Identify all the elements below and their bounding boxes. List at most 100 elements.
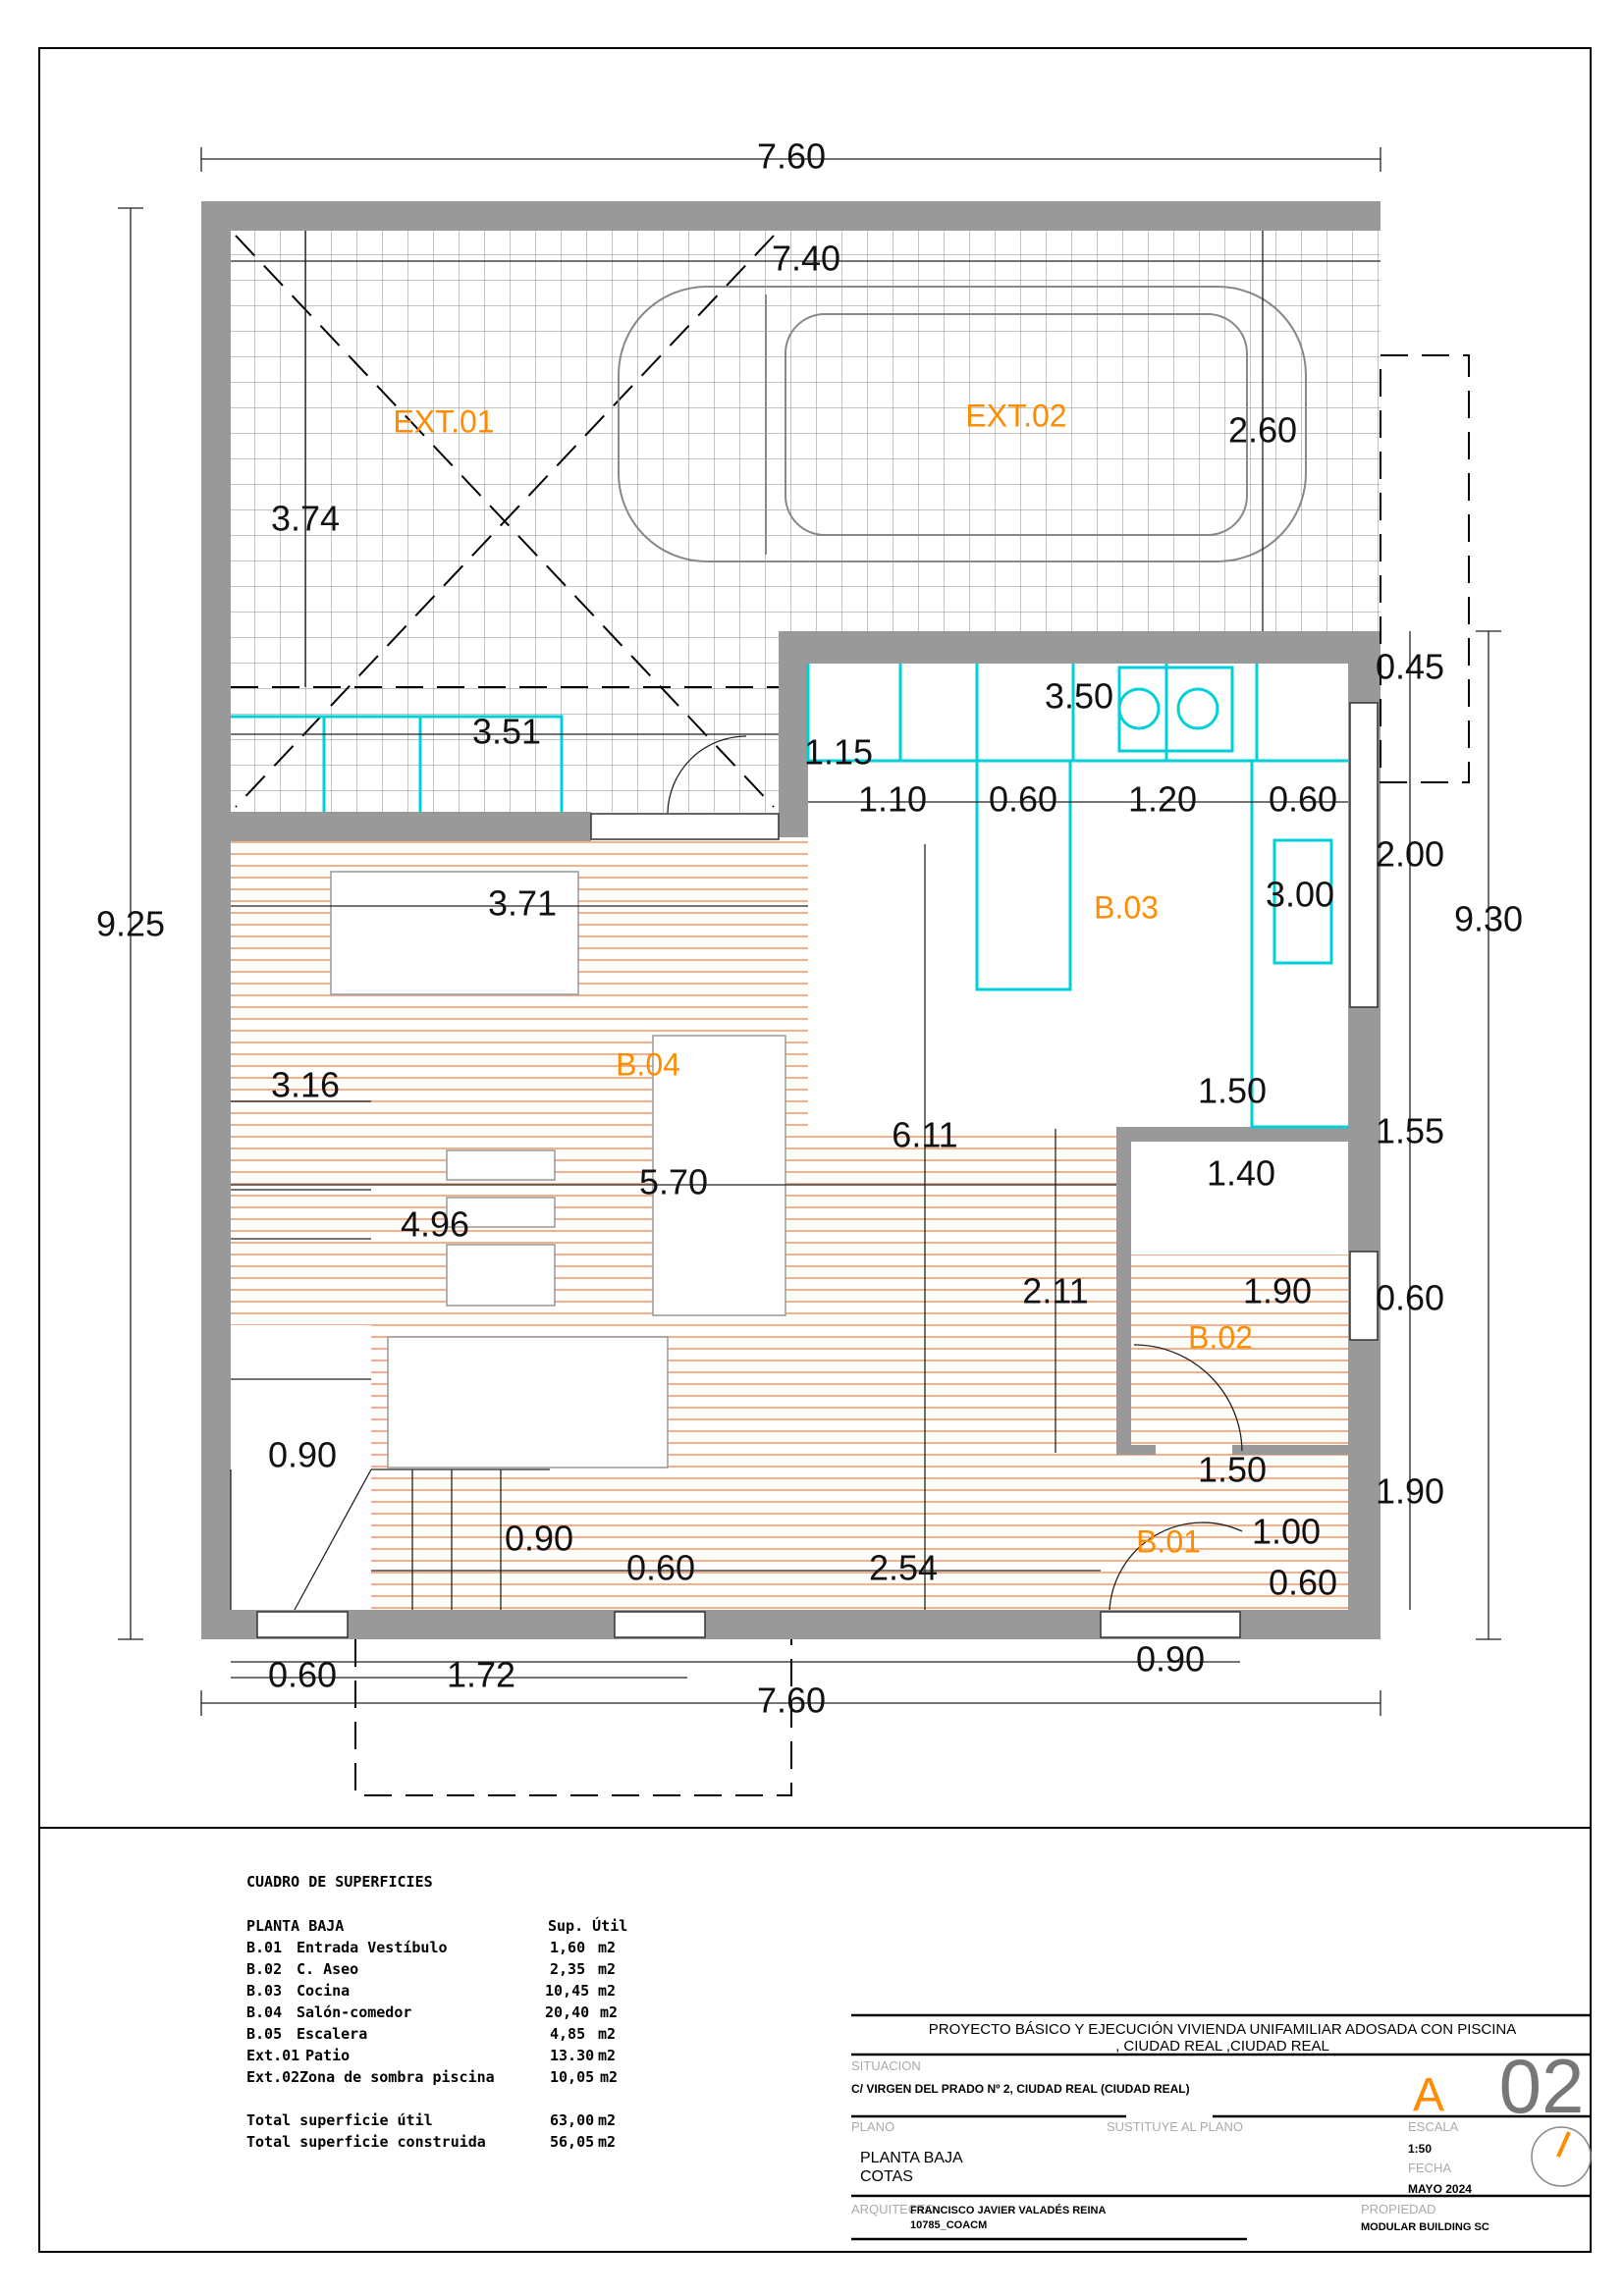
sheet-frame [38,47,1592,2253]
sheet-letter: A [1413,2069,1444,2121]
propiedad-label: PROPIEDAD [1361,2202,1436,2216]
svg-text:B.02: B.02 [246,1960,282,1978]
dim-label: 1.90 [1376,1471,1444,1512]
svg-text:B.01: B.01 [246,1939,282,1956]
svg-text:m2: m2 [598,2111,616,2129]
room-label-b04: B.04 [616,1046,680,1082]
svg-text:Escalera: Escalera [297,2025,367,2043]
project-location: , CIUDAD REAL ,CIUDAD REAL [1115,2038,1329,2055]
table-header-name: PLANTA BAJA [246,1917,344,1935]
svg-text:B.04: B.04 [246,2003,282,2021]
patio-opening-symbol [231,235,1470,1796]
walls [201,201,1380,1639]
dim-label: 0.90 [505,1519,573,1559]
svg-text:Zona de sombra piscina: Zona de sombra piscina [299,2068,495,2086]
surface-table: CUADRO DE SUPERFICIES PLANTA BAJA Sup. Ú… [246,1873,627,2151]
table-row: B.03 Cocina 10,45 m2 [246,1982,616,2000]
dim-label: 1.10 [858,779,927,820]
project-title: PROYECTO BÁSICO Y EJECUCIÓN VIVIENDA UNI… [929,2021,1516,2038]
patio-tiles [231,231,1380,812]
dim-label: 1.20 [1128,779,1197,820]
table-header-value: Sup. Útil [548,1916,627,1935]
dim-label: 7.40 [772,239,840,279]
dim-label: 2.00 [1376,834,1444,875]
dim-label: 7.60 [757,136,826,177]
dim-label: 1.15 [804,732,873,773]
dim-label: 1.55 [1376,1111,1444,1151]
escala-value: 1:50 [1408,2142,1432,2156]
dim-label: 6.11 [892,1115,957,1155]
dim-label: 0.60 [989,779,1057,820]
svg-text:Ext.02: Ext.02 [246,2068,299,2086]
fecha-value: MAYO 2024 [1408,2182,1472,2196]
svg-text:C. Aseo: C. Aseo [297,1960,358,1978]
dimension-lines [118,147,1501,1716]
dim-label: 2.54 [869,1548,938,1588]
sustituye-label: SUSTITUYE AL PLANO [1107,2119,1243,2134]
escala-label: ESCALA [1408,2119,1459,2134]
dim-label: 9.25 [96,904,165,944]
room-label-b02: B.02 [1188,1319,1253,1355]
svg-text:m2: m2 [600,2003,618,2021]
dim-label: 3.50 [1045,676,1113,717]
furniture [230,735,1243,1611]
dim-label: 3.16 [271,1065,340,1105]
svg-text:4,85: 4,85 [550,2025,585,2043]
dim-label: 1.40 [1207,1153,1275,1194]
title-block: PROYECTO BÁSICO Y EJECUCIÓN VIVIENDA UNI… [851,2013,1592,2241]
svg-text:10,45: 10,45 [545,1982,589,2000]
svg-text:Total superficie construida: Total superficie construida [246,2133,486,2151]
svg-text:m2: m2 [598,2025,616,2043]
dim-label: 1.50 [1198,1450,1267,1490]
propiedad-value: MODULAR BUILDING SC [1361,2221,1489,2233]
svg-text:B.05: B.05 [246,2025,282,2043]
svg-text:m2: m2 [600,2068,618,2086]
dim-label: 0.60 [1376,1278,1444,1318]
svg-text:Cocina: Cocina [297,1982,350,2000]
arquitecto-label: ARQUITECTO [851,2202,935,2216]
dim-label: 3.00 [1266,875,1334,915]
svg-text:1,60: 1,60 [550,1939,585,1956]
room-label-ext02: EXT.02 [965,398,1066,433]
svg-text:m2: m2 [598,1982,616,2000]
windows [256,702,1379,1638]
dim-label: 3.71 [488,883,557,924]
svg-text:Entrada Vestíbulo: Entrada Vestíbulo [297,1939,448,1956]
dim-label: 2.11 [1022,1271,1088,1311]
svg-text:2,35: 2,35 [550,1960,585,1978]
room-label-b01: B.01 [1136,1523,1201,1559]
svg-text:Ext.01: Ext.01 [246,2047,299,2064]
svg-text:10,05: 10,05 [550,2068,594,2086]
dim-label: 5.70 [639,1162,708,1202]
dim-label: 2.60 [1228,410,1297,451]
dim-label: 1.90 [1243,1271,1312,1311]
svg-text:B.03: B.03 [246,1982,282,2000]
svg-text:56,05: 56,05 [550,2133,594,2151]
svg-text:Salón-comedor: Salón-comedor [297,2003,411,2021]
plano-line1: PLANTA BAJA [860,2150,963,2166]
dim-label: 0.45 [1376,647,1444,687]
svg-text:m2: m2 [598,2047,616,2064]
dim-label: 3.74 [271,499,340,539]
svg-text:m2: m2 [598,1939,616,1956]
room-label-b03: B.03 [1094,889,1159,925]
arquitecto-name: FRANCISCO JAVIER VALADÉS REINA [910,2204,1107,2216]
north-arrow-icon [1531,2126,1592,2187]
dim-label: 9.30 [1454,899,1523,939]
sheet-number: 02 [1499,2043,1585,2129]
situacion-value: C/ VIRGEN DEL PRADO Nº 2, CIUDAD REAL (C… [851,2082,1190,2096]
dim-label: 0.90 [1136,1639,1205,1680]
kitchen-units [231,664,1348,1129]
aseo-floor [1129,1255,1348,1451]
dim-label: 0.60 [268,1655,337,1695]
dim-label: 0.60 [626,1548,695,1588]
dim-label: 1.00 [1252,1512,1321,1552]
svg-text:m2: m2 [598,2133,616,2151]
